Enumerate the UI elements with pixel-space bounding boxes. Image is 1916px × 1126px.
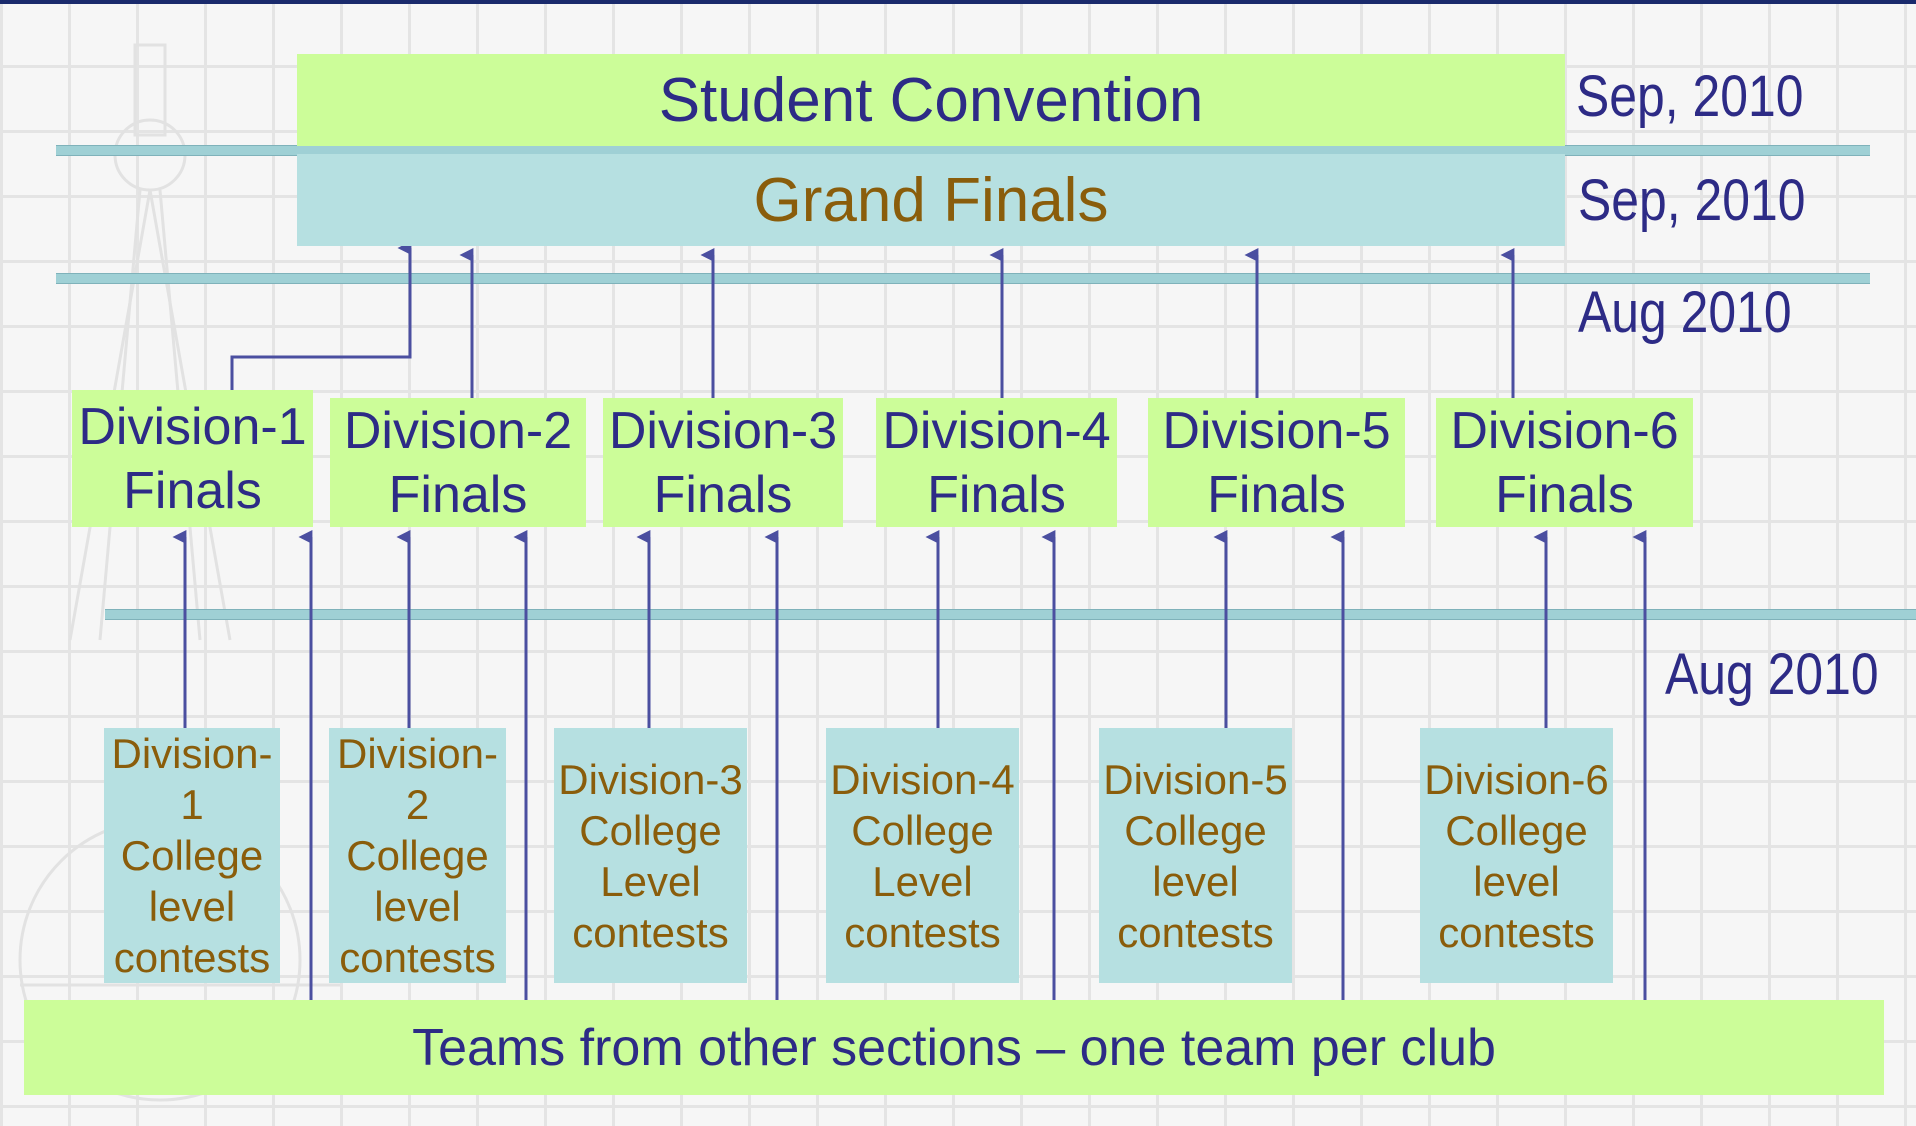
timeline-band-3	[105, 609, 1916, 620]
college-contests-line: Level	[600, 857, 701, 905]
division-finals-subtitle: Finals	[1207, 465, 1346, 524]
college-contests-4: Division-4 College Level contests	[826, 728, 1019, 983]
college-contests-6: Division-6 College level contests	[1420, 728, 1613, 983]
college-contests-line: contests	[572, 908, 729, 956]
college-contests-line: College	[1124, 806, 1267, 854]
grand-finals-label: Grand Finals	[753, 165, 1109, 235]
college-contests-line: Division-5	[1103, 755, 1288, 803]
college-contests-line: contests	[1117, 908, 1274, 956]
student-convention-label: Student Convention	[658, 65, 1204, 135]
student-convention-date: Sep, 2010	[1576, 64, 1804, 129]
college-contests-line: level	[1152, 857, 1239, 905]
college-contests-line: Division-2	[336, 730, 499, 828]
college-contests-line: Division-4	[830, 755, 1015, 803]
division-finals-date: Aug 2010	[1578, 280, 1792, 345]
college-contests-line: College	[346, 832, 489, 879]
grand-finals-date: Sep, 2010	[1578, 168, 1806, 233]
division-finals-title: Division-2	[343, 401, 573, 460]
college-contests-line: level	[148, 883, 236, 930]
college-contests-line: Division-3	[558, 755, 743, 803]
top-rule	[0, 0, 1916, 4]
college-contests-line: Level	[872, 857, 973, 905]
college-contests-line: College	[120, 832, 264, 879]
college-contests-date: Aug 2010	[1665, 642, 1879, 707]
division-finals-subtitle: Finals	[123, 461, 262, 520]
college-contests-line: contests	[1438, 908, 1595, 956]
division-finals-subtitle: Finals	[927, 465, 1066, 524]
other-sections-label: Teams from other sections – one team per…	[412, 1018, 1496, 1077]
college-contests-line: College	[579, 806, 722, 854]
division-finals-title: Division-5	[1162, 401, 1391, 460]
division-finals-title: Division-4	[882, 401, 1111, 460]
timeline-band-2	[56, 273, 1870, 284]
college-contests-line: contests	[339, 934, 496, 981]
other-sections-box: Teams from other sections – one team per…	[24, 1000, 1884, 1095]
division-finals-title: Division-1	[78, 397, 307, 456]
college-contests-line: Division-6	[1424, 755, 1609, 803]
college-contests-line: contests	[844, 908, 1001, 956]
college-contests-line: level	[1473, 857, 1560, 905]
college-contests-line: College	[1445, 806, 1588, 854]
college-contests-line: level	[374, 883, 461, 930]
division-finals-subtitle: Finals	[1495, 465, 1634, 524]
division-finals-title: Division-3	[608, 401, 838, 460]
college-contests-5: Division-5 College level contests	[1099, 728, 1292, 983]
grand-finals-box: Grand Finals	[297, 154, 1565, 246]
college-contests-2: Division-2 College level contests	[329, 728, 506, 983]
division-finals-subtitle: Finals	[388, 465, 528, 524]
college-contests-3: Division-3 College Level contests	[554, 728, 747, 983]
arrow-div1-to-grand	[230, 241, 412, 393]
student-convention-box: Student Convention	[297, 54, 1565, 146]
college-contests-line: contests	[113, 934, 271, 981]
college-contests-line: College	[851, 806, 994, 854]
college-contests-1: Division-1 College level contests	[104, 728, 280, 983]
college-contests-line: Division-1	[111, 730, 273, 828]
division-finals-subtitle: Finals	[653, 465, 793, 524]
division-finals-title: Division-6	[1450, 401, 1679, 460]
